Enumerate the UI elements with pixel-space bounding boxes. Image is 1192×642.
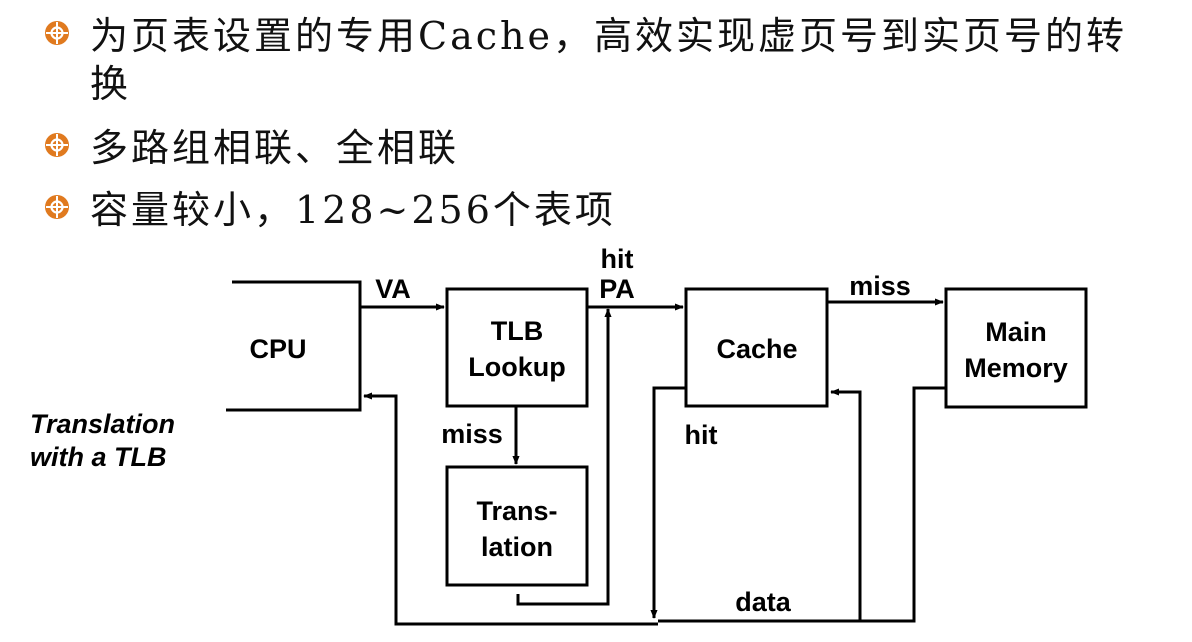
memory-label-line2: Memory	[964, 353, 1068, 383]
hit-top-label: hit	[601, 244, 634, 274]
diagram-caption: Translation with a TLB	[30, 408, 175, 474]
main-memory-box	[944, 287, 1088, 409]
data-label: data	[735, 587, 792, 617]
bullet-text: 为页表设置的专用Cache，高效实现虚页号到实页号的转换	[90, 14, 1127, 106]
memory-data-line	[658, 386, 946, 623]
orange-circle-crosshair-icon	[45, 133, 69, 157]
cache-hit-arrow	[650, 386, 686, 619]
cache-box	[684, 287, 829, 408]
bullet-text: 多路组相联、全相联	[90, 126, 460, 170]
bullet-item: 多路组相联、全相联	[44, 124, 1150, 172]
translation-label-line2: lation	[481, 532, 553, 562]
cpu-label: CPU	[249, 334, 306, 364]
tlb-miss-label: miss	[441, 419, 503, 449]
caption-line: with a TLB	[30, 442, 167, 472]
tlb-label-line2: Lookup	[468, 352, 565, 382]
data-to-cpu-arrow	[363, 392, 658, 626]
tlb-label-line1: TLB	[491, 316, 543, 346]
translation-box	[445, 465, 589, 587]
translation-to-pa-arrow	[516, 308, 612, 606]
memory-to-cache-arrow	[830, 388, 862, 621]
orange-circle-crosshair-icon	[45, 195, 69, 219]
caption-line: Translation	[30, 409, 176, 439]
va-label: VA	[375, 274, 411, 304]
cpu-box	[226, 280, 362, 412]
tlb-lookup-box	[445, 287, 589, 408]
cache-miss-label: miss	[849, 271, 911, 301]
translation-label-line1: Trans-	[476, 496, 557, 526]
cache-label: Cache	[716, 334, 797, 364]
pa-label: PA	[599, 274, 635, 304]
memory-label-line1: Main	[985, 317, 1047, 347]
orange-circle-crosshair-icon	[45, 21, 69, 45]
bullet-item: 为页表设置的专用Cache，高效实现虚页号到实页号的转换	[44, 12, 1150, 108]
bullet-item: 容量较小，128~256个表项	[44, 186, 1150, 234]
bullet-text: 容量较小，128~256个表项	[90, 188, 616, 232]
cache-hit-label: hit	[685, 420, 718, 450]
